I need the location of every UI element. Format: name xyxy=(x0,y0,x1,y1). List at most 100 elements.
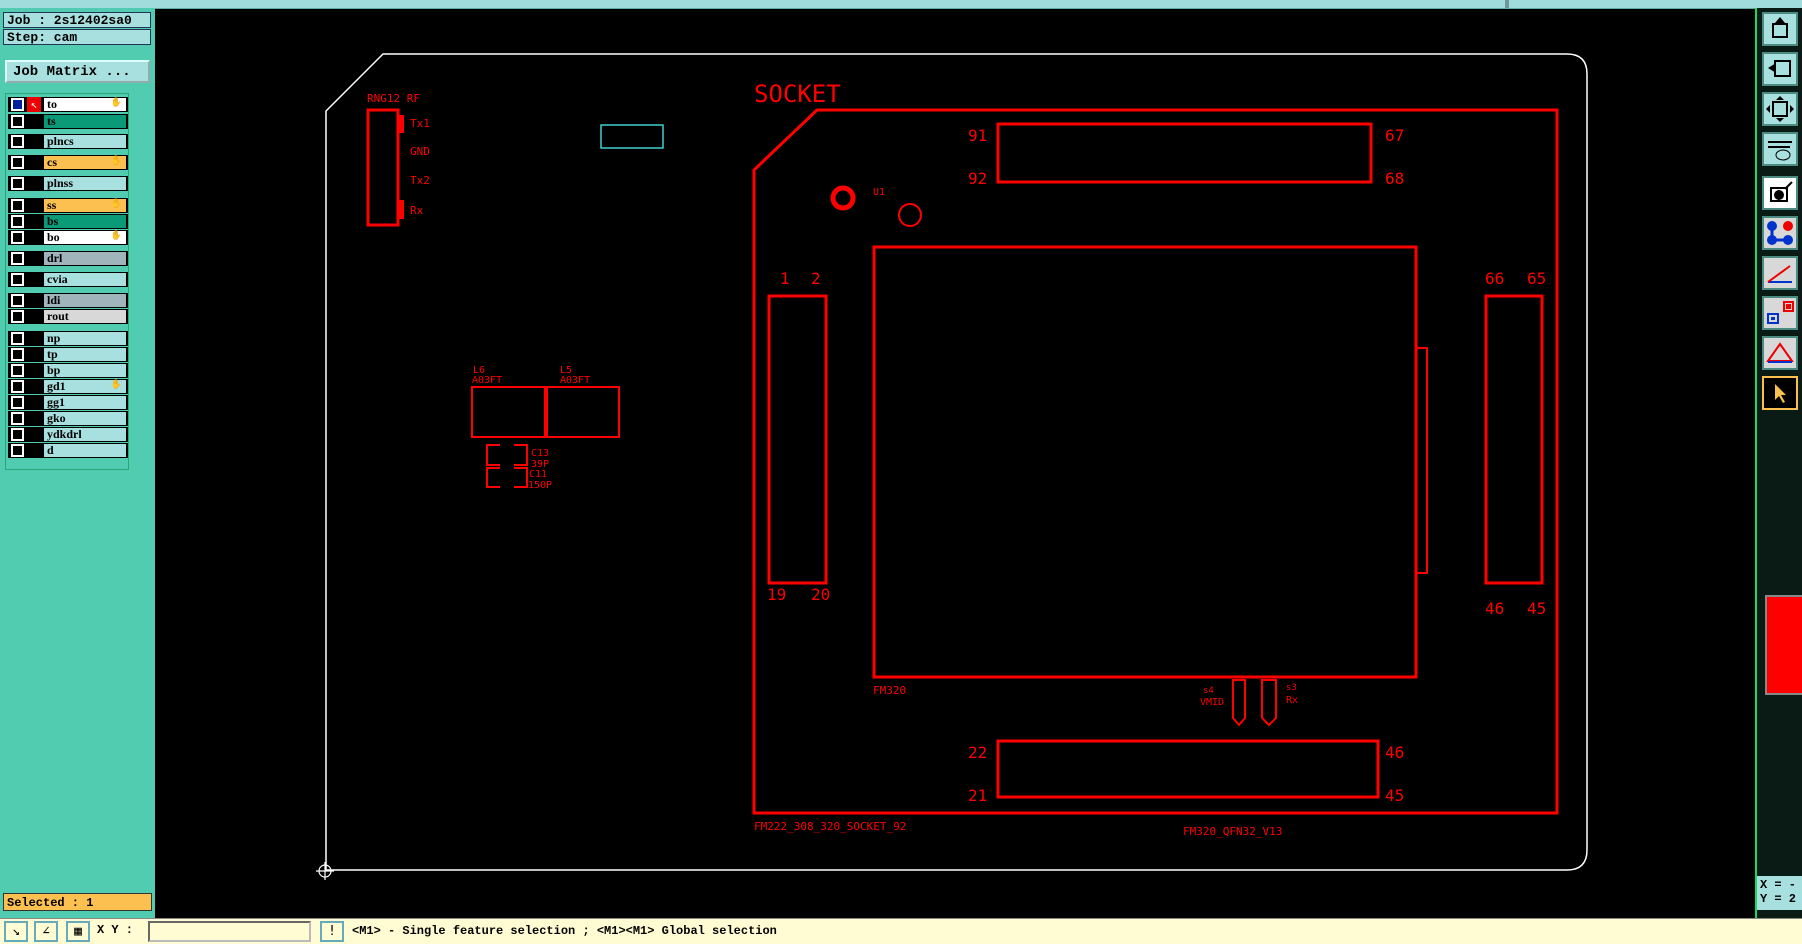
layer-name[interactable]: cs xyxy=(44,156,126,169)
layer-checkbox[interactable] xyxy=(11,98,24,111)
layer-row-rout[interactable]: rout xyxy=(8,309,128,324)
layer-checkbox[interactable] xyxy=(11,231,24,244)
layer-name[interactable]: d xyxy=(44,444,126,457)
tools-icon[interactable] xyxy=(1762,132,1798,166)
status-bar: ↘ ∠ ▦ X Y : ! <M1> - Single feature sele… xyxy=(0,918,1802,944)
selected-feature-highlight[interactable] xyxy=(600,124,664,149)
layer-name[interactable]: plnss xyxy=(44,177,126,190)
pin-label: 65 xyxy=(1527,269,1546,288)
layer-checkbox[interactable] xyxy=(11,294,24,307)
pin-label: 66 xyxy=(1485,269,1504,288)
cap-c13 xyxy=(486,444,528,466)
layer-row-ss[interactable]: ss✋ xyxy=(8,198,128,213)
alert-icon[interactable]: ! xyxy=(320,921,344,942)
layer-row-ldi[interactable]: ldi xyxy=(8,293,128,308)
right-toolbar xyxy=(1755,8,1802,918)
pad-label: Rx xyxy=(1286,695,1298,706)
layer-checkbox[interactable] xyxy=(11,364,24,377)
layer-row-plnss[interactable]: plnss xyxy=(8,176,128,191)
pad-label: s4 xyxy=(1203,686,1214,696)
layer-name[interactable]: cvia xyxy=(44,273,126,286)
layer-row-bo[interactable]: bo✋ xyxy=(8,230,128,245)
pin1-marker xyxy=(830,185,856,211)
layer-name[interactable]: to xyxy=(44,98,126,111)
layer-row-ts[interactable]: ts xyxy=(8,114,128,129)
left-connector xyxy=(767,294,828,585)
layer-checkbox[interactable] xyxy=(11,252,24,265)
layer-row-drl[interactable]: drl xyxy=(8,251,128,266)
layer-name[interactable]: plncs xyxy=(44,135,126,148)
feature-add-icon[interactable] xyxy=(1762,176,1798,210)
layer-checkbox[interactable] xyxy=(11,428,24,441)
layer-row-cs[interactable]: cs✋ xyxy=(8,155,128,170)
layer-row-d[interactable]: d xyxy=(8,443,128,458)
layer-name[interactable]: drl xyxy=(44,252,126,265)
layer-name[interactable]: ydkdrl xyxy=(44,428,126,441)
layer-row-np[interactable]: np xyxy=(8,331,128,346)
triangle-icon[interactable] xyxy=(1762,336,1798,370)
pad-label: s3 xyxy=(1286,683,1297,693)
layer-checkbox[interactable] xyxy=(11,310,24,323)
affected-hand-icon: ✋ xyxy=(110,156,122,166)
layer-checkbox[interactable] xyxy=(11,156,24,169)
xy-input[interactable] xyxy=(148,921,311,942)
socket-outline xyxy=(752,108,1559,815)
layer-checkbox[interactable] xyxy=(11,273,24,286)
layer-row-to[interactable]: ↖to✋ xyxy=(8,97,128,112)
job-matrix-button[interactable]: Job Matrix ... xyxy=(5,60,150,83)
measure-icon[interactable]: ∠ xyxy=(34,921,58,942)
layer-row-tp[interactable]: tp xyxy=(8,347,128,362)
layer-checkbox[interactable] xyxy=(11,215,24,228)
connect-icon[interactable] xyxy=(1762,216,1798,250)
top-divider xyxy=(1505,0,1509,8)
layer-checkbox[interactable] xyxy=(11,135,24,148)
layer-name[interactable]: gko xyxy=(44,412,126,425)
snap-icon[interactable] xyxy=(1762,296,1798,330)
layer-name[interactable]: np xyxy=(44,332,126,345)
inductor-ref: L5 xyxy=(560,365,572,376)
layer-row-ydkdrl[interactable]: ydkdrl xyxy=(8,427,128,442)
layer-row-bp[interactable]: bp xyxy=(8,363,128,378)
zoom-back-icon[interactable] xyxy=(1762,52,1798,86)
layer-checkbox[interactable] xyxy=(11,348,24,361)
grid-icon[interactable]: ▦ xyxy=(66,921,90,942)
zoom-window-icon[interactable]: ↘ xyxy=(4,921,28,942)
layer-row-gd1[interactable]: gd1✋ xyxy=(8,379,128,394)
layer-name[interactable]: tp xyxy=(44,348,126,361)
layer-checkbox[interactable] xyxy=(11,177,24,190)
layer-row-bs[interactable]: bs xyxy=(8,214,128,229)
layer-checkbox[interactable] xyxy=(11,199,24,212)
layer-name[interactable]: ss xyxy=(44,199,126,212)
layer-row-gg1[interactable]: gg1 xyxy=(8,395,128,410)
layer-name[interactable]: gd1 xyxy=(44,380,126,393)
layer-name[interactable]: gg1 xyxy=(44,396,126,409)
pin-label: 45 xyxy=(1385,786,1404,805)
layer-checkbox[interactable] xyxy=(11,115,24,128)
selected-count: Selected : 1 xyxy=(3,893,152,911)
rf-header xyxy=(366,108,400,227)
layer-checkbox[interactable] xyxy=(11,412,24,425)
layer-row-cvia[interactable]: cvia xyxy=(8,272,128,287)
layer-name[interactable]: bp xyxy=(44,364,126,377)
layer-name[interactable]: ts xyxy=(44,115,126,128)
pointer-icon[interactable] xyxy=(1762,376,1798,410)
pin-label: 21 xyxy=(968,786,987,805)
chip-label: FM320 xyxy=(873,684,906,697)
fit-icon[interactable] xyxy=(1762,92,1798,126)
rf-pad-tx1 xyxy=(398,115,404,133)
layer-checkbox[interactable] xyxy=(11,396,24,409)
cap-ref: C13 xyxy=(531,448,549,459)
angle-measure-icon[interactable] xyxy=(1762,256,1798,290)
layer-checkbox[interactable] xyxy=(11,380,24,393)
layer-checkbox[interactable] xyxy=(11,444,24,457)
layer-row-gko[interactable]: gko xyxy=(8,411,128,426)
layer-name[interactable]: bs xyxy=(44,215,126,228)
layer-checkbox[interactable] xyxy=(11,332,24,345)
layer-row-plncs[interactable]: plncs xyxy=(8,134,128,149)
layer-name[interactable]: bo xyxy=(44,231,126,244)
home-icon[interactable] xyxy=(1762,12,1798,46)
layer-name[interactable]: ldi xyxy=(44,294,126,307)
layer-name[interactable]: rout xyxy=(44,310,126,323)
